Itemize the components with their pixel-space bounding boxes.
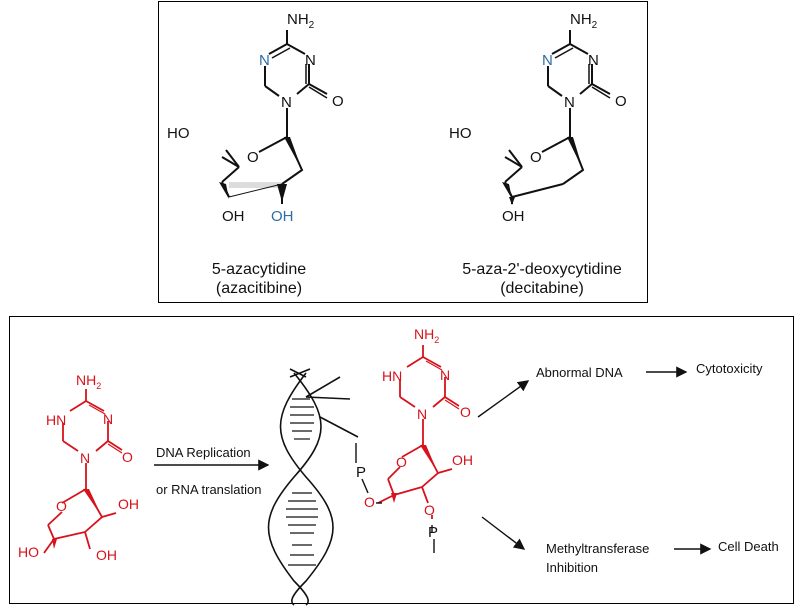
decitabine-structure — [504, 30, 611, 204]
dec-ring-n-left: N — [542, 52, 553, 69]
dna-o-left: O — [364, 494, 375, 510]
dna-rungs — [286, 398, 318, 566]
outcome-2-label-line2: Inhibition — [546, 560, 598, 575]
structures-drawing: NH2 N N N O HO O OH OH 5-azacytidine (az… — [167, 11, 627, 297]
outcome-2-label-line1: Methyltransferase — [546, 541, 649, 556]
dec-oh: OH — [502, 208, 525, 225]
dec-ring-n-right: N — [588, 52, 599, 69]
phosphate-linkers — [355, 443, 435, 553]
dna-carbonyl-o: O — [460, 404, 471, 420]
aza-oh-right: OH — [271, 208, 294, 225]
aza-amine-label: NH2 — [287, 11, 315, 31]
process-label-2: or RNA translation — [156, 482, 262, 497]
dna-helix — [267, 368, 359, 606]
left-ring-n-right: N — [103, 411, 113, 427]
dec-name: 5-aza-2'-deoxycytidine — [462, 261, 622, 278]
left-amine-label: NH2 — [76, 372, 101, 391]
mechanism-drawing: NH2 HN N N O O OH OH HO DNA Replication … — [18, 326, 779, 606]
dec-carbonyl-o: O — [615, 93, 627, 110]
outcome-2-result: Cell Death — [718, 539, 779, 554]
aza-alt-name: (azacitibine) — [216, 280, 302, 297]
aza-ring-n-bottom: N — [281, 94, 292, 111]
outcome-1-label: Abnormal DNA — [536, 365, 623, 380]
dna-p-bottom: P — [428, 524, 438, 541]
mechanism-panel: NH2 HN N N O O OH OH HO DNA Replication … — [9, 316, 794, 606]
left-hn-label: HN — [46, 412, 66, 428]
dna-p-top: P — [356, 464, 366, 481]
aza-ring-o: O — [247, 149, 259, 166]
dna-ring-n-right: N — [440, 367, 450, 383]
left-molecule-structure — [43, 389, 123, 554]
dec-amine-label: NH2 — [570, 11, 598, 31]
aza-carbonyl-o: O — [332, 93, 344, 110]
dna-amine-label: NH2 — [414, 326, 439, 345]
dna-o-bottom: O — [424, 502, 435, 518]
dec-ring-n-bottom: N — [564, 94, 575, 111]
aza-name: 5-azacytidine — [212, 261, 306, 278]
aza-oh-left: OH — [222, 208, 245, 225]
left-oh-bottom: OH — [96, 547, 117, 563]
aza-ring-n-right: N — [305, 52, 316, 69]
dna-ring-o: O — [396, 454, 407, 470]
dna-oh-label: OH — [452, 452, 473, 468]
left-ring-n-bottom: N — [80, 450, 90, 466]
dec-ho-label: HO — [449, 125, 472, 142]
outcome-2-arrow — [481, 516, 526, 550]
dec-ring-o: O — [530, 149, 542, 166]
aza-ho-label: HO — [167, 125, 190, 142]
aza-ring-n-left: N — [259, 52, 270, 69]
left-carbonyl-o: O — [122, 449, 133, 465]
dna-hn-label: HN — [382, 368, 402, 384]
process-label-1: DNA Replication — [156, 445, 251, 460]
left-oh-right: OH — [118, 496, 139, 512]
structures-panel: NH2 N N N O HO O OH OH 5-azacytidine (az… — [158, 1, 648, 303]
dec-alt-name: (decitabine) — [500, 280, 584, 297]
left-ho-label: HO — [18, 544, 39, 560]
dna-ring-n-bottom: N — [417, 406, 427, 422]
outcome-1-arrow — [477, 380, 530, 418]
left-ring-o: O — [56, 498, 67, 514]
outcome-1-result: Cytotoxicity — [696, 361, 763, 376]
